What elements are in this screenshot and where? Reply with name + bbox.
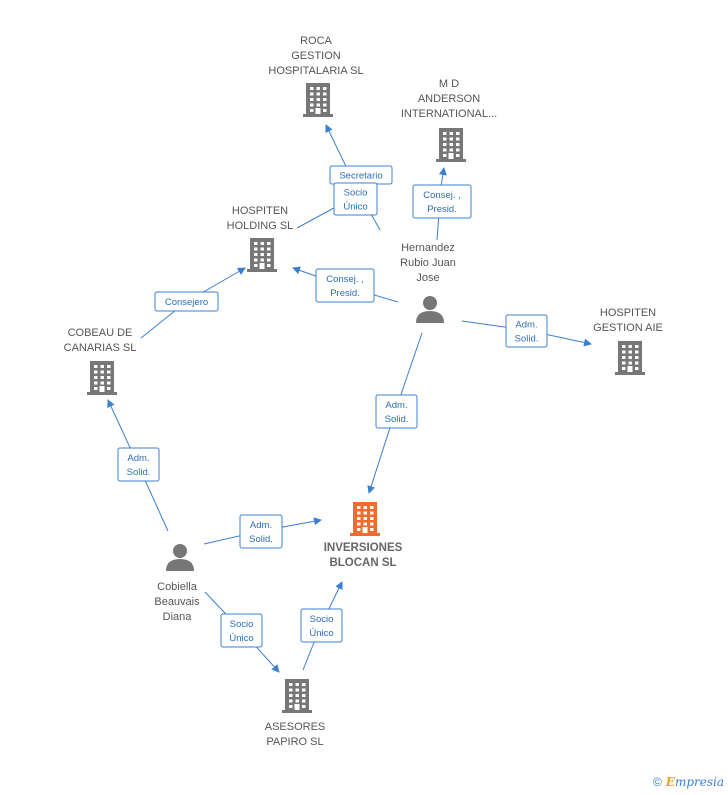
node-label: Jose <box>416 272 439 284</box>
building-icon <box>303 83 333 117</box>
building-icon <box>87 361 117 395</box>
node-label: CANARIAS SL <box>64 342 137 354</box>
edge-label-box[interactable] <box>375 394 418 429</box>
edge-label-text: Solid. <box>249 534 273 545</box>
edge-label-text: Solid. <box>515 334 539 345</box>
node-label: Beauvais <box>154 596 200 608</box>
building-icon <box>615 341 645 375</box>
building-icon <box>350 502 380 536</box>
edge-label-text: Adm. <box>515 320 537 331</box>
node-label: COBEAU DE <box>68 327 133 339</box>
edge-label-text: Solid. <box>385 414 409 425</box>
node-label: HOLDING SL <box>227 220 294 232</box>
edge-label-text: Adm. <box>385 400 407 411</box>
brand-footer: ©Empresia <box>653 775 724 789</box>
edge-label-text: Socio <box>230 619 254 630</box>
node-label: ASESORES <box>265 721 326 733</box>
person-icon <box>416 296 444 323</box>
node-label: BLOCAN SL <box>329 557 396 569</box>
edge-e8: Adm. Solid. <box>107 399 169 532</box>
edge-label-text: Socio <box>310 614 334 625</box>
node-label: INVERSIONES <box>324 542 403 554</box>
edge-label-box[interactable] <box>117 447 160 482</box>
node-label: M D <box>439 78 459 90</box>
edge-label-box[interactable] <box>154 291 219 312</box>
node-label: Diana <box>163 611 193 623</box>
edge-label-box[interactable] <box>239 514 283 549</box>
copyright-icon: © <box>652 775 662 789</box>
edge-label-box[interactable] <box>505 314 548 348</box>
node-hgestion[interactable]: HOSPITEN GESTION AIE <box>593 307 663 375</box>
edge-label-text: Presid. <box>330 288 360 299</box>
node-label: GESTION <box>291 50 341 62</box>
edge-label-text: Único <box>343 202 367 213</box>
edge-e3: Consej. , Presid. <box>412 167 472 241</box>
edge-label-text: Socio <box>344 188 368 199</box>
edge-label-text: Consejero <box>165 297 208 308</box>
edge-label-text: Presid. <box>427 204 457 215</box>
person-icon <box>166 544 194 571</box>
edge-label-box[interactable] <box>300 608 343 643</box>
edge-label-text: Solid. <box>127 467 151 478</box>
node-label: PAPIRO SL <box>266 736 323 748</box>
node-label: INTERNATIONAL... <box>401 108 497 120</box>
node-inversiones[interactable]: INVERSIONES BLOCAN SL <box>324 502 403 569</box>
edge-label-text: Secretario <box>339 171 382 182</box>
edge-label-box[interactable] <box>333 182 378 216</box>
node-label: HOSPITEN <box>232 205 288 217</box>
brand-initial: E <box>665 775 675 789</box>
edge-label-box[interactable] <box>220 613 263 648</box>
building-icon <box>247 238 277 272</box>
node-label: HOSPITEN <box>600 307 656 319</box>
node-label: Rubio Juan <box>400 257 456 269</box>
building-icon <box>436 128 466 162</box>
node-label: Hernandez <box>401 242 455 254</box>
brand-name: mpresia <box>674 775 724 789</box>
edge-e9: Adm. Solid. <box>203 514 322 549</box>
node-label: GESTION AIE <box>593 322 663 334</box>
edge-label-text: Único <box>309 628 333 639</box>
edge-e5: Consejero <box>140 267 246 339</box>
node-label: Cobiella <box>157 581 198 593</box>
node-hholding[interactable]: HOSPITEN HOLDING SL <box>227 205 294 272</box>
building-icon <box>282 679 312 713</box>
edge-e4: Consej. , Presid. <box>292 266 399 303</box>
edge-label-text: Único <box>229 633 253 644</box>
edge-label-text: Adm. <box>250 520 272 531</box>
node-asesores[interactable]: ASESORES PAPIRO SL <box>265 679 326 748</box>
edge-label-text: Consej. , <box>423 190 461 201</box>
node-label: ANDERSON <box>418 93 480 105</box>
edge-label-box[interactable] <box>315 268 375 303</box>
node-label: HOSPITALARIA SL <box>268 65 363 77</box>
edge-label-box[interactable] <box>412 184 472 219</box>
edge-label-text: Consej. , <box>326 274 364 285</box>
edge-e6: Adm. Solid. <box>461 314 592 348</box>
edge-e7: Adm. Solid. <box>367 332 423 494</box>
edge-label-text: Adm. <box>127 453 149 464</box>
node-roca[interactable]: ROCA GESTION HOSPITALARIA SL <box>268 35 364 117</box>
node-md[interactable]: M D ANDERSON INTERNATIONAL... <box>401 78 497 162</box>
node-cobeau[interactable]: COBEAU DE CANARIAS SL <box>64 327 137 395</box>
node-label: ROCA <box>300 35 332 47</box>
